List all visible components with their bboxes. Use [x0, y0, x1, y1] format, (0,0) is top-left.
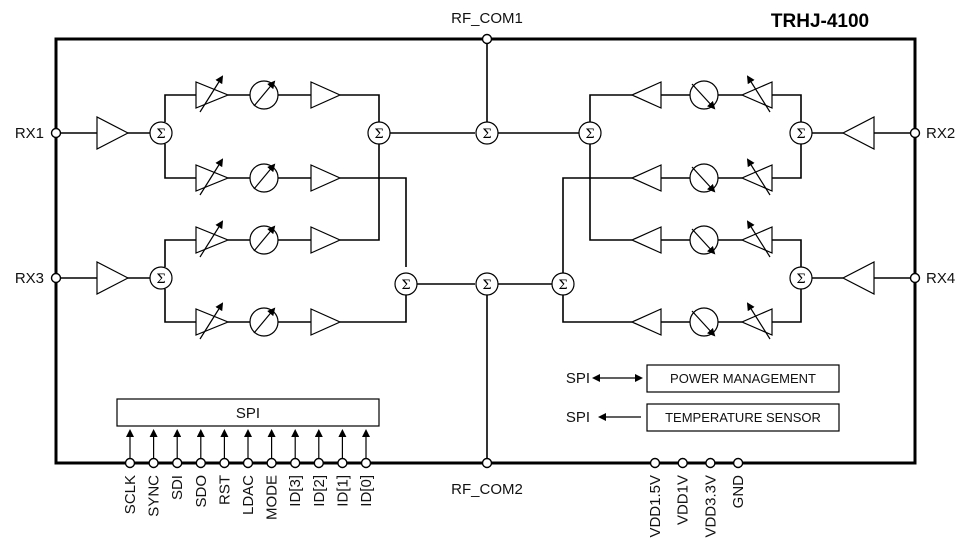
left-rf-network	[56, 75, 475, 340]
power-pin-label: VDD3.3V	[702, 475, 719, 538]
svg-text:Σ: Σ	[796, 272, 805, 287]
svg-text:Σ: Σ	[374, 127, 383, 142]
svg-text:Σ: Σ	[796, 127, 805, 142]
temp-spi-label: SPI	[566, 409, 590, 426]
svg-text:Σ: Σ	[482, 278, 491, 293]
spi-block	[116, 398, 380, 427]
sum-node-rx1	[149, 121, 173, 145]
spi-pin	[171, 457, 183, 469]
rx2-pin	[909, 127, 921, 139]
spi-pin	[148, 457, 159, 469]
chip-title: TRHJ-4100	[771, 11, 869, 32]
right-rf-network	[498, 75, 915, 340]
power-spi-label: SPI	[566, 370, 590, 387]
rf-com2-label: RF_COM2	[451, 481, 523, 498]
spi-pin-label: ID[1]	[334, 475, 351, 507]
rx1-label: RX1	[15, 125, 44, 142]
sum-node-com1	[475, 121, 499, 145]
svg-text:Σ: Σ	[156, 272, 165, 287]
svg-text:Σ: Σ	[585, 127, 594, 142]
spi-pin	[242, 457, 254, 469]
spi-pin-label: LDAC	[240, 475, 257, 515]
spi-pin-label: ID[0]	[358, 475, 375, 507]
spi-pin-label: ID[3]	[287, 475, 304, 507]
spi-pin	[290, 457, 301, 469]
rx4-pin	[909, 272, 921, 284]
sum-node-left-upper	[367, 121, 391, 145]
temperature-sensor-block	[646, 403, 840, 432]
power-pin	[677, 457, 688, 469]
spi-pin-label: RST	[216, 475, 233, 505]
spi-pin-label: SDO	[193, 475, 210, 508]
spi-pin	[313, 457, 324, 469]
power-pin	[732, 457, 744, 469]
summing-nodes: Σ Σ Σ Σ Σ Σ Σ Σ Σ Σ	[149, 121, 813, 296]
svg-text:Σ: Σ	[558, 278, 567, 293]
sum-node-rx2	[789, 121, 813, 145]
power-pin-label: VDD1.5V	[647, 475, 664, 538]
sum-node-rx3	[149, 266, 173, 290]
power-management-block	[646, 364, 840, 393]
rx3-label: RX3	[15, 270, 44, 287]
spi-pin-label: ID[2]	[311, 475, 328, 507]
rx3-pin	[50, 272, 62, 284]
rf-com1-label: RF_COM1	[451, 10, 523, 27]
spi-pin-label: SYNC	[146, 475, 163, 517]
spi-pins: SCLK SYNC SDI SDO RST LDAC MODE ID[3] ID[2] ID[1]…	[122, 429, 375, 520]
rx4-label: RX4	[926, 270, 955, 287]
power-management-label: POWER MANAGEMENT	[670, 371, 816, 386]
svg-text:Σ: Σ	[156, 127, 165, 142]
spi-pin-label: SCLK	[122, 475, 139, 514]
spi-block-label: SPI	[236, 405, 260, 422]
sum-node-right-upper	[578, 121, 602, 145]
power-pin	[649, 457, 661, 469]
spi-pin	[360, 457, 372, 469]
sum-node-right-lower	[551, 272, 575, 296]
power-pins: VDD1.5V VDD1V VDD3.3V GND	[647, 457, 747, 538]
spi-pin	[337, 457, 348, 469]
sum-node-com2	[475, 272, 499, 296]
spi-pin	[124, 457, 136, 469]
power-pin	[705, 457, 716, 469]
spi-pin-label: SDI	[169, 475, 186, 500]
rx2-label: RX2	[926, 125, 955, 142]
spi-pin-label: MODE	[264, 475, 281, 520]
power-pin-label: VDD1V	[675, 475, 692, 525]
sum-node-left-lower	[394, 272, 418, 296]
sum-node-rx4	[789, 266, 813, 290]
power-pin-label: GND	[730, 475, 747, 509]
temperature-sensor-label: TEMPERATURE SENSOR	[665, 410, 821, 425]
rx1-pin	[50, 127, 62, 139]
rf-com2-pin	[481, 457, 493, 469]
rf-com1-pin	[481, 33, 493, 45]
spi-pin	[219, 457, 230, 469]
svg-text:Σ: Σ	[482, 127, 491, 142]
svg-text:Σ: Σ	[401, 278, 410, 293]
spi-pin	[195, 457, 207, 469]
spi-pin	[266, 457, 277, 469]
